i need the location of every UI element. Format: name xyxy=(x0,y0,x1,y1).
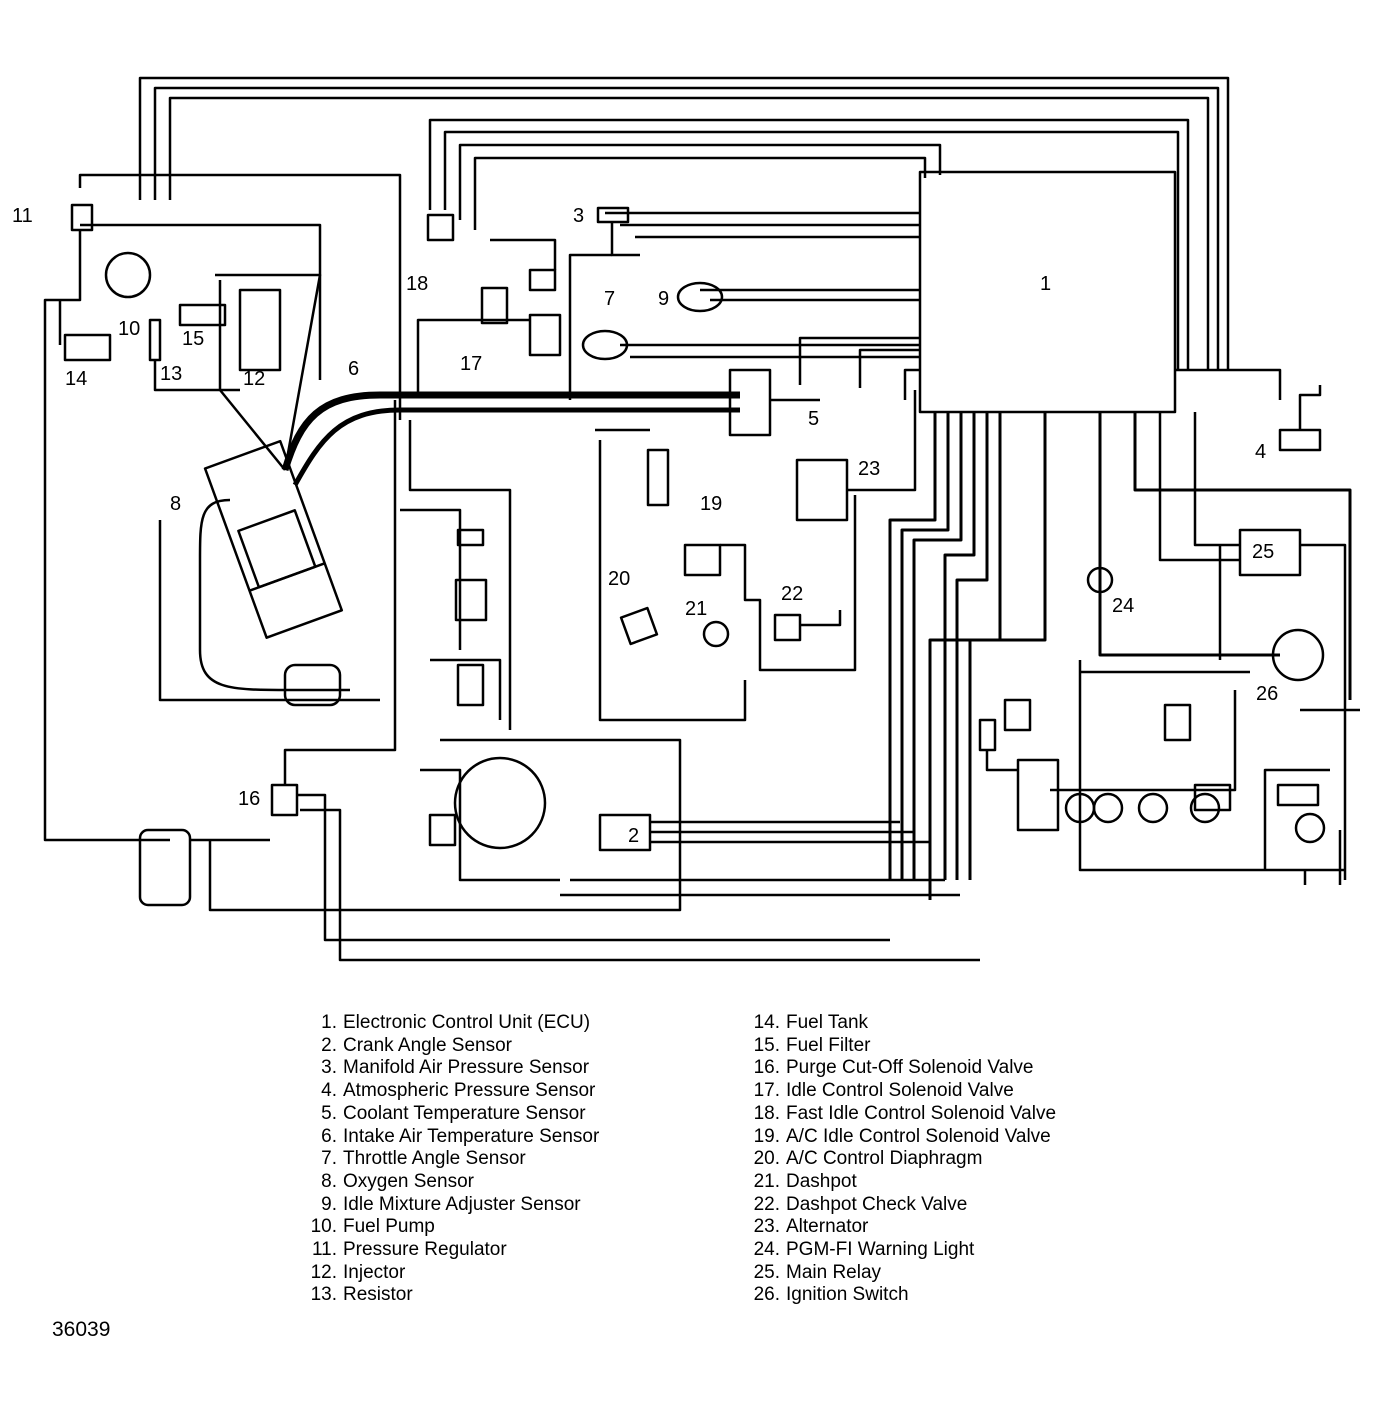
wiring-diagram: 1 2 3 4 5 6 7 8 9 10 11 12 13 14 15 16 1… xyxy=(12,76,1360,962)
callout-20: 20 xyxy=(608,568,630,590)
callout-22: 22 xyxy=(781,583,803,605)
idle-control-solenoid xyxy=(480,286,509,325)
legend-item: 16.Purge Cut-Off Solenoid Valve xyxy=(753,1057,1034,1079)
callout-6: 6 xyxy=(348,358,359,380)
legend-item: 18.Fast Idle Control Solenoid Valve xyxy=(753,1102,1057,1124)
crank-sensor-wires xyxy=(560,820,960,897)
callout-10: 10 xyxy=(118,318,140,340)
legend-item: 23.Alternator xyxy=(753,1216,869,1238)
dashpot-check-valve xyxy=(773,613,802,642)
legend-item: 1.Electronic Control Unit (ECU) xyxy=(321,1012,591,1033)
callout-labels: 1 2 3 4 5 6 7 8 9 10 11 12 13 14 15 16 1… xyxy=(12,205,1278,847)
ecu-lower-harness xyxy=(888,412,1352,900)
warning-light xyxy=(1086,566,1114,594)
callout-12: 12 xyxy=(243,368,265,390)
alternator xyxy=(795,458,849,522)
legend-item: 9.Idle Mixture Adjuster Sensor xyxy=(321,1193,581,1215)
fuel-filter-box xyxy=(178,303,227,327)
engine-cylinder xyxy=(203,439,344,639)
intake-manifold xyxy=(281,391,740,472)
callout-17: 17 xyxy=(460,353,482,375)
legend-item: 17.Idle Control Solenoid Valve xyxy=(753,1080,1014,1102)
legend-item: 22.Dashpot Check Valve xyxy=(753,1193,968,1215)
injector-bank xyxy=(238,288,282,372)
ac-idle-solenoid xyxy=(646,448,670,507)
legend-item: 21.Dashpot xyxy=(753,1170,857,1192)
legend-item: 13.Resistor xyxy=(310,1284,413,1306)
callout-24: 24 xyxy=(1112,595,1134,617)
legend-item: 20.A/C Control Diaphragm xyxy=(753,1148,983,1170)
callout-2: 2 xyxy=(628,825,639,847)
distributor xyxy=(453,756,547,850)
legend-right-column: 14.Fuel Tank 15.Fuel Filter 16.Purge Cut… xyxy=(748,1012,1056,1307)
legend-item: 10.Fuel Pump xyxy=(310,1216,435,1238)
callout-5: 5 xyxy=(808,408,819,430)
legend-item: 8.Oxygen Sensor xyxy=(321,1170,474,1192)
legend-item: 3.Manifold Air Pressure Sensor xyxy=(321,1057,590,1079)
ecu-box xyxy=(918,170,1177,414)
top-bus-wires xyxy=(78,76,1230,420)
figure-id: 36039 xyxy=(52,1318,111,1341)
fuel-pump-circle xyxy=(104,251,152,299)
resistor-box xyxy=(148,318,162,362)
callout-9: 9 xyxy=(658,288,669,310)
atmospheric-sensor xyxy=(1278,428,1322,452)
legend-item: 6.Intake Air Temperature Sensor xyxy=(321,1125,600,1147)
legend-left-column: 1.Electronic Control Unit (ECU) 2.Crank … xyxy=(305,1012,600,1307)
callout-1: 1 xyxy=(1040,273,1051,295)
callout-3: 3 xyxy=(573,205,584,227)
callout-15: 15 xyxy=(182,328,204,350)
callout-14: 14 xyxy=(65,368,87,390)
power-circuit-wires xyxy=(1078,368,1360,880)
fuel-tank-box xyxy=(63,333,112,362)
legend-item: 4.Atmospheric Pressure Sensor xyxy=(321,1080,596,1102)
callout-21: 21 xyxy=(685,598,707,620)
legend-item: 14.Fuel Tank xyxy=(753,1012,869,1033)
pressure-regulator-box xyxy=(70,203,94,232)
callout-16: 16 xyxy=(238,788,260,810)
callout-18: 18 xyxy=(406,273,428,295)
callout-11: 11 xyxy=(12,205,33,227)
throttle-angle-sensor xyxy=(581,329,629,361)
ecu-input-wires xyxy=(605,211,920,400)
main-relay xyxy=(1238,528,1302,577)
callout-4: 4 xyxy=(1255,441,1266,463)
legend-item: 5.Coolant Temperature Sensor xyxy=(321,1102,586,1124)
purge-solenoid xyxy=(270,783,299,817)
catalytic-converter xyxy=(283,663,342,707)
exhaust-pipe xyxy=(198,498,350,692)
legend-item: 25.Main Relay xyxy=(753,1261,882,1283)
idle-mixture-sensor xyxy=(676,281,724,313)
legend-item: 11.Pressure Regulator xyxy=(311,1239,507,1261)
legend-item: 7.Throttle Angle Sensor xyxy=(321,1148,526,1170)
legend-item: 19.A/C Idle Control Solenoid Valve xyxy=(753,1125,1051,1147)
dashpot xyxy=(619,606,659,646)
crank-angle-sensor xyxy=(598,813,652,852)
legend-item: 26.Ignition Switch xyxy=(753,1284,909,1306)
fuel-tank xyxy=(138,828,192,907)
callout-8: 8 xyxy=(170,493,181,515)
legend-item: 24.PGM-FI Warning Light xyxy=(753,1239,975,1261)
legend-item: 2.Crank Angle Sensor xyxy=(321,1034,512,1056)
ac-control-diaphragm xyxy=(683,543,722,577)
callout-13: 13 xyxy=(160,363,182,385)
callout-7: 7 xyxy=(604,288,615,310)
map-sensor xyxy=(596,206,630,224)
callout-23: 23 xyxy=(858,458,880,480)
legend-item: 12.Injector xyxy=(310,1261,406,1283)
callout-19: 19 xyxy=(700,493,722,515)
callout-26: 26 xyxy=(1256,683,1278,705)
legend-item: 15.Fuel Filter xyxy=(753,1034,871,1056)
fast-idle-solenoid xyxy=(426,213,455,242)
callout-25: 25 xyxy=(1252,541,1274,563)
throttle-body xyxy=(728,368,772,437)
ignition-switch xyxy=(1271,628,1325,682)
